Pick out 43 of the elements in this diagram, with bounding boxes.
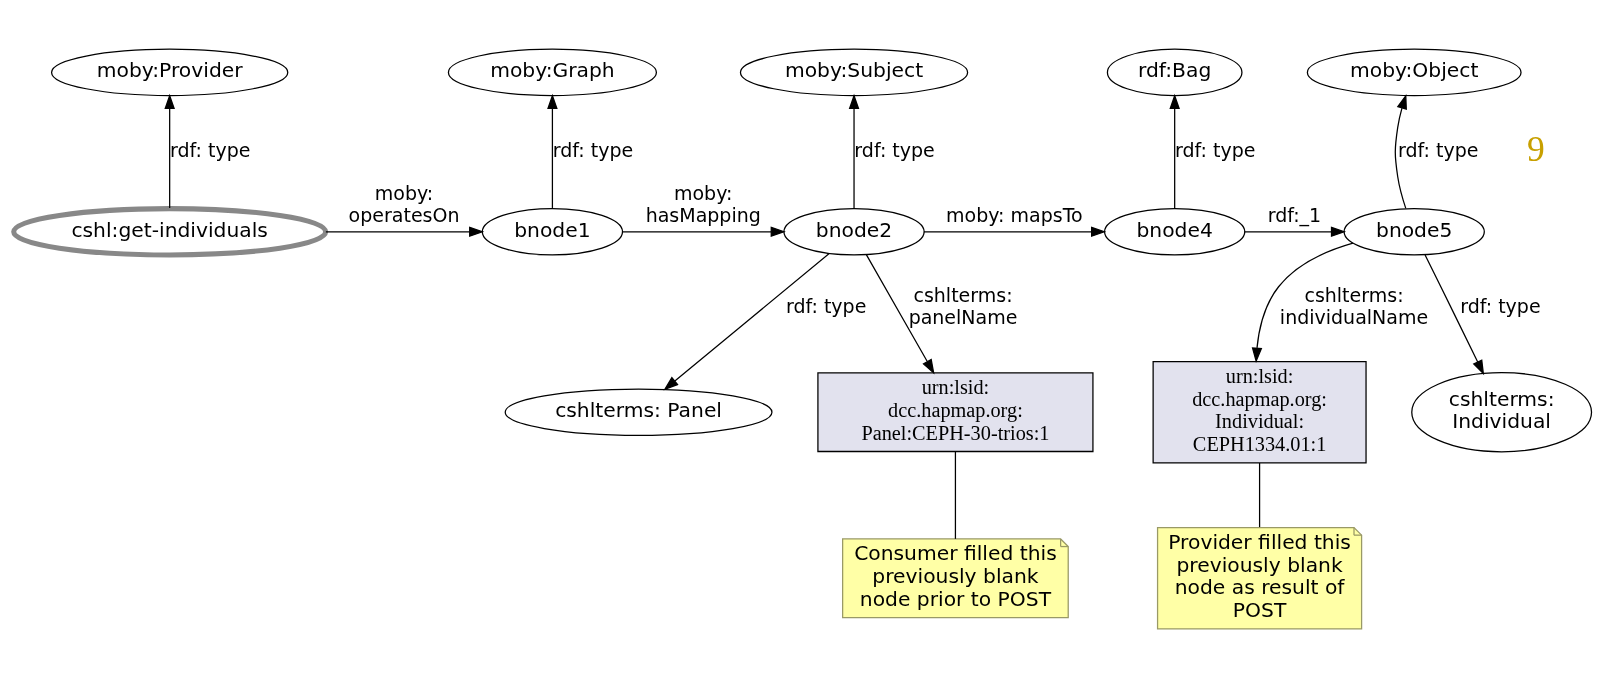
node-ellipse: moby:Subject: [739, 48, 969, 97]
arrow: [621, 226, 786, 238]
edge-label: rdf:_1: [1267, 203, 1322, 226]
edge-label: rdf: type: [170, 138, 251, 161]
connector: [954, 451, 957, 540]
arrow: [1169, 93, 1180, 209]
node-ellipse: cshlterms: Panel: [504, 388, 773, 436]
arrow: [865, 254, 935, 375]
edge-label: moby: hasMapping: [645, 182, 761, 226]
arrow: [1243, 226, 1347, 238]
edge-label: rdf: type: [1460, 294, 1541, 317]
edge-label: moby: operatesOn: [348, 182, 460, 226]
edge-label: cshlterms: panelName: [908, 283, 1018, 328]
arrow: [848, 93, 860, 209]
node-ellipse: bnode5: [1343, 208, 1485, 256]
edge-label: rdf: type: [552, 138, 634, 161]
edge-label: moby: mapsTo: [946, 203, 1083, 226]
arrow: [547, 93, 558, 209]
node-ellipse: bnode2: [783, 208, 925, 256]
edge-label: cshlterms: individualName: [1279, 283, 1429, 328]
node-box: urn:lsid: dcc.hapmap.org: Panel:CEPH-30-trios:1: [817, 372, 1094, 453]
node-ellipse: cshlterms: Individual: [1411, 372, 1593, 453]
edge-label: rdf: type: [785, 294, 867, 317]
node-ellipse: rdf:Bag: [1106, 48, 1243, 97]
node-ellipse: bnode4: [1103, 208, 1246, 256]
edge-label: rdf: type: [1175, 138, 1256, 161]
connector: [1258, 462, 1261, 528]
node-ellipse: cshl:get-individuals: [11, 206, 329, 258]
arrow: [1424, 254, 1485, 376]
arrow: [325, 226, 485, 238]
edge-label: rdf: type: [1398, 138, 1479, 161]
arrow: [923, 226, 1107, 238]
node-ellipse: moby:Object: [1306, 48, 1522, 97]
node-ellipse: moby:Graph: [447, 48, 658, 97]
node-ellipse: bnode1: [481, 208, 624, 256]
node-ellipse: moby:Provider: [50, 48, 289, 97]
arrow: [663, 253, 830, 391]
node-box: urn:lsid: dcc.hapmap.org: Individual: CEPH1334.01:1: [1152, 360, 1367, 464]
arrow: [1394, 93, 1407, 209]
arrow: [1251, 242, 1354, 363]
arrow: [164, 93, 175, 209]
edge-label: rdf: type: [854, 138, 935, 161]
label: 9: [1527, 128, 1545, 169]
